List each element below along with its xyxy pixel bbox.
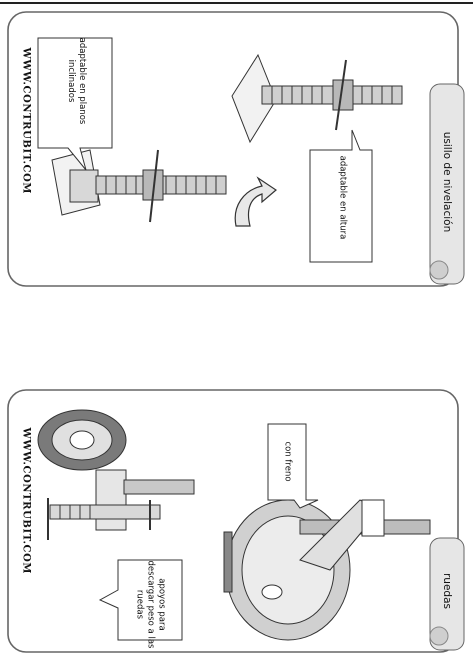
brand-url-ruedas: WWW.CONTRUBIT.COM <box>21 428 32 568</box>
tab-ruedas: ruedas <box>441 551 453 631</box>
callout-altura: adaptable en altura <box>337 151 348 245</box>
callout-planos-inclinados: adaptable en planos inclinados <box>65 34 87 128</box>
brand-url-usillo: WWW.CONTRUBIT.COM <box>21 48 32 188</box>
tab-usillo: usillo de nivelación <box>441 122 453 242</box>
callout-freno: con freno <box>282 432 293 492</box>
tab-usillo-knob <box>430 261 448 279</box>
callout-apoyos: apoyos para descargar peso a las ruedas <box>134 557 167 653</box>
